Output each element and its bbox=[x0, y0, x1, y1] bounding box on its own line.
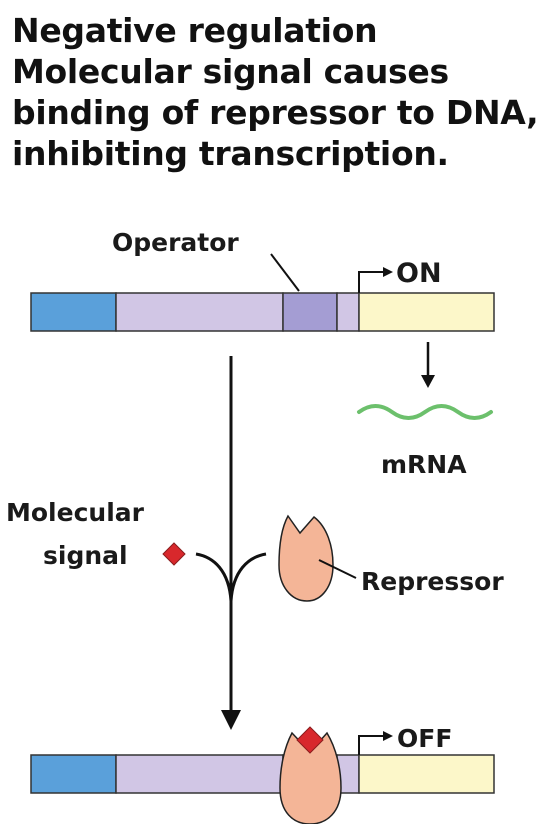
operator-segment bbox=[282, 292, 338, 332]
mrna-wave bbox=[357, 404, 493, 420]
mrna-label: mRNA bbox=[381, 450, 467, 479]
heading-line-4: inhibiting transcription. bbox=[12, 134, 449, 173]
molecular-signal-label-line-2: signal bbox=[43, 541, 128, 570]
transcription-start-arrow-off bbox=[358, 735, 384, 755]
transcription-start-arrow-on bbox=[358, 271, 384, 293]
gene-segment bbox=[358, 292, 495, 332]
spacer-segment bbox=[336, 292, 360, 332]
heading: Negative regulation Molecular signal cau… bbox=[12, 10, 540, 174]
dna-strand-bottom bbox=[30, 754, 495, 794]
heading-line-2: Molecular signal causes bbox=[12, 52, 449, 91]
heading-line-1: Negative regulation bbox=[12, 11, 378, 50]
bound-signal-diamond bbox=[296, 726, 324, 754]
transcription-start-arrowhead-off bbox=[383, 731, 393, 741]
process-arrowhead bbox=[221, 710, 241, 730]
repressor-protein bbox=[278, 514, 334, 602]
off-label: OFF bbox=[397, 724, 452, 753]
signal-converge-curve bbox=[195, 552, 233, 602]
heading-line-3: binding of repressor to DNA, bbox=[12, 93, 539, 132]
transcription-start-arrowhead-on bbox=[383, 267, 393, 277]
promoter-segment bbox=[30, 292, 117, 332]
molecular-signal-diamond bbox=[162, 542, 186, 566]
regulatory-segment-bottom bbox=[115, 754, 284, 794]
repressor-label: Repressor bbox=[361, 567, 504, 596]
molecular-signal-label-line-1: Molecular bbox=[6, 498, 145, 527]
regulatory-segment bbox=[115, 292, 284, 332]
transcription-arrowhead bbox=[421, 375, 435, 388]
repressor-converge-curve bbox=[229, 552, 267, 602]
dna-strand-top bbox=[30, 292, 495, 332]
repressor-leader-line bbox=[318, 559, 357, 579]
gene-segment-bottom bbox=[358, 754, 495, 794]
operator-label: Operator bbox=[112, 228, 239, 257]
on-label: ON bbox=[396, 258, 442, 289]
operator-leader-line bbox=[270, 253, 300, 292]
promoter-segment-bottom bbox=[30, 754, 117, 794]
